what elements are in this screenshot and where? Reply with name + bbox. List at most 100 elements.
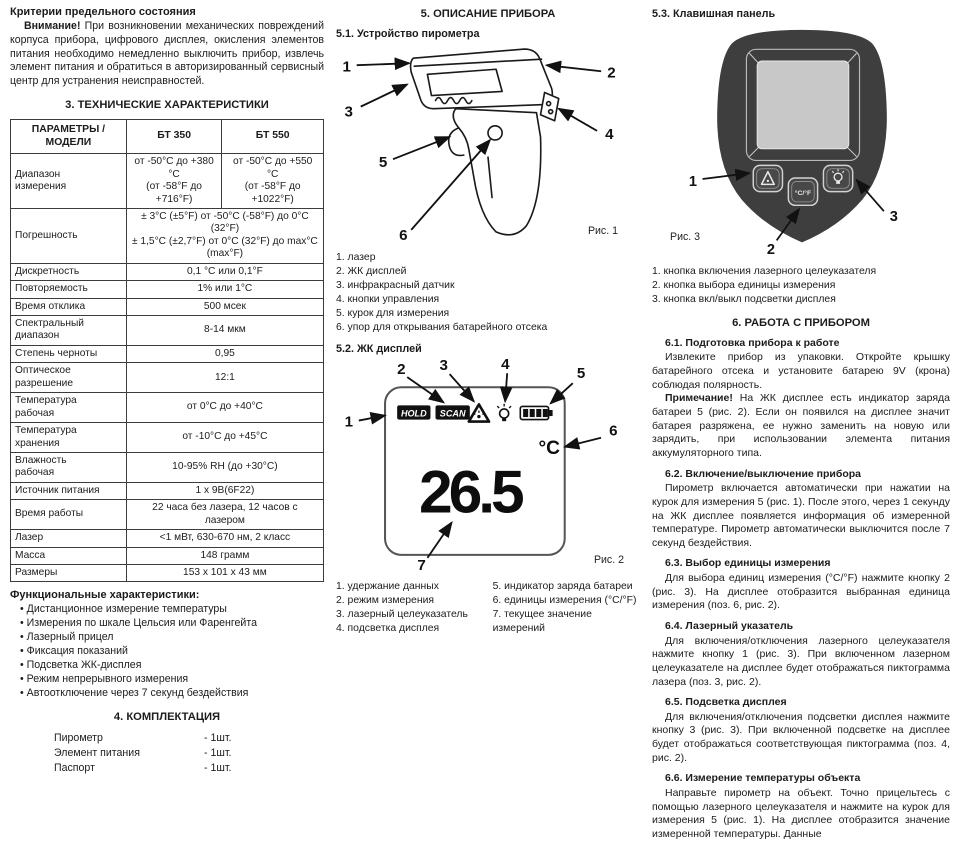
table-row: Время отклика 500 мсек [10, 297, 325, 317]
laser-button[interactable] [752, 164, 784, 193]
legend-item: 2. режим измерения [336, 594, 434, 606]
fig2-legend-right: 5. индикатор заряда батареи 6. единицы и… [493, 580, 640, 637]
figure-3-keypad: °C/°F 1 [652, 24, 950, 261]
section-6-3: 6.3. Выбор единицы измерения Для выбора … [652, 557, 950, 613]
func-list: Дистанционное измерение температуры Изме… [20, 603, 324, 701]
svg-text:SCAN: SCAN [440, 408, 466, 418]
backlight-button-icon [831, 169, 845, 184]
unit-button[interactable]: °C/°F [787, 177, 819, 207]
list-item: Подсветка ЖК-дисплея [20, 659, 324, 673]
battery-icon [519, 405, 553, 420]
table-row: Масса 148 грамм [10, 546, 325, 566]
s61-paragraph: Извлеките прибор из упаковки. Откройте к… [652, 351, 950, 391]
legend-item: 6. упор для открывания батарейного отсек… [336, 321, 548, 333]
s64-title: 6.4. Лазерный указатель [665, 619, 794, 632]
table-row: Температура рабочая от 0°C до +40°C [10, 392, 325, 424]
table-row: Погрешность ± 3°C (±5°F) от -50°C (-58°F… [10, 207, 325, 264]
legend-item: 7. текущее значение измерений [492, 608, 592, 635]
svg-text:7: 7 [417, 557, 425, 573]
table-row: Спектральный диапазон 8-14 мкм [10, 315, 325, 346]
list-item: Лазерный прицел [20, 631, 324, 645]
svg-text:6: 6 [399, 227, 407, 242]
s62-paragraph: Пирометр включается автоматически при на… [652, 482, 950, 549]
svg-text:2: 2 [607, 64, 615, 81]
figure-1-pyrometer: 1 2 3 4 5 6 Рис. 1 [336, 44, 640, 247]
s63-paragraph: Для выбора единиц измерения (°C/°F) нажм… [652, 572, 950, 612]
hold-badge: HOLD [397, 405, 431, 420]
legend-item: 5. индикатор заряда батареи [492, 580, 633, 592]
s61-note: Примечание! На ЖК дисплее есть индикатор… [652, 392, 950, 459]
legend-item: 1. лазер [336, 252, 376, 263]
svg-text:1: 1 [343, 58, 351, 75]
lcd-temperature-value: 26.5 [419, 457, 523, 525]
pyrometer-drawing: 1 2 3 4 5 6 [343, 48, 616, 244]
middle-column: 5. ОПИСАНИЕ ПРИБОРА 5.1. Устройство пиро… [336, 6, 640, 673]
table-row: Влажность рабочая 10-95% RH (до +30°C) [10, 451, 325, 483]
table-row: Температура хранения от -10°C до +45°C [10, 422, 325, 453]
svg-text:3: 3 [890, 209, 898, 225]
table-row: Размеры 153 х 101 х 43 мм [10, 564, 325, 583]
battery-latch [487, 125, 503, 141]
svg-text:3: 3 [345, 104, 353, 121]
list-item: Измерения по шкале Цельсия или Фаренгейт… [20, 617, 324, 631]
section-6-1: 6.1. Подготовка прибора к работе Извлеки… [652, 337, 950, 461]
table-row: Дискретность 0,1 °C или 0,1°F [10, 262, 325, 282]
legend-item: 4. подсветка дисплея [336, 623, 440, 635]
legend-item: 1. кнопка включения лазерного целеуказат… [652, 266, 877, 277]
fig3-legend: 1. кнопка включения лазерного целеуказат… [652, 265, 950, 307]
criteria-paragraph: Внимание! При возникновении механических… [10, 20, 324, 89]
tech-specs-title: 3. ТЕХНИЧЕСКИЕ ХАРАКТЕРИСТИКИ [65, 98, 269, 111]
section-6-5: 6.5. Подсветка дисплея Для включения/отк… [652, 696, 950, 765]
table-row: Степень черноты 0,95 [10, 344, 325, 364]
legend-item: 4. кнопки управления [336, 293, 440, 305]
legend-item: 1. удержание данных [336, 580, 439, 592]
right-column: 5.3. Клавишная панель [652, 6, 950, 840]
list-item: Дистанционное измерение температуры [20, 603, 324, 617]
svg-text:2: 2 [397, 361, 405, 378]
legend-item: 2. ЖК дисплей [336, 265, 407, 277]
table-row: Лазер <1 мВт, 630-670 нм, 2 класс [10, 529, 325, 548]
kit-title: 4. КОМПЛЕКТАЦИЯ [113, 711, 221, 724]
s66-title: 6.6. Измерение температуры объекта [665, 772, 861, 785]
fig1-caption: Рис. 1 [587, 225, 618, 237]
backlight-button[interactable] [822, 164, 854, 193]
col-header-bt550: БТ 550 [221, 118, 324, 155]
list-item: Автоотключение через 7 секунд бездействи… [20, 687, 324, 701]
fig3-callouts: 1 2 3 [689, 168, 898, 258]
laser-icon [467, 402, 491, 423]
s66-paragraph: Направьте пирометр на объект. Точно приц… [652, 787, 950, 840]
section5-title: 5. ОПИСАНИЕ ПРИБОРА [420, 8, 556, 20]
backlight-icon [496, 403, 512, 421]
svg-text:4: 4 [605, 126, 614, 143]
legend-item: 3. кнопка вкл/выкл подсветки дисплея [652, 293, 836, 305]
note-label: Примечание! [665, 392, 733, 405]
kit-list: Пирометр- 1шт. Элемент питания- 1шт. Пас… [54, 731, 324, 775]
pyrometer-display-window [426, 68, 503, 97]
s53-title: 5.3. Клавишная панель [652, 8, 776, 20]
scan-badge: SCAN [435, 405, 470, 420]
fig2-callouts: 1 2 3 4 5 6 7 [345, 356, 618, 574]
s61-title: 6.1. Подготовка прибора к работе [665, 336, 840, 349]
unit-button-label: °C/°F [795, 189, 811, 197]
table-row: Оптическое разрешение 12:1 [10, 362, 325, 394]
warning-label: Внимание! [24, 20, 81, 32]
svg-text:1: 1 [345, 413, 353, 430]
table-header-row: ПАРАМЕТРЫ / МОДЕЛИ БТ 350 БТ 550 [10, 118, 324, 155]
s63-title: 6.3. Выбор единицы измерения [665, 557, 831, 570]
section-6-2: 6.2. Включение/выключение прибора Пироме… [652, 468, 950, 551]
keypad-screen [756, 60, 850, 150]
s51-title: 5.1. Устройство пирометра [336, 28, 480, 40]
svg-text:5: 5 [577, 365, 585, 382]
fig2-legend-left: 1. удержание данных 2. режим измерения 3… [336, 580, 493, 637]
laser-button-icon [760, 170, 775, 186]
section6-title: 6. РАБОТА С ПРИБОРОМ [732, 316, 870, 329]
fig2-legend: 1. удержание данных 2. режим измерения 3… [336, 580, 640, 637]
legend-item: 6. единицы измерения (°C/°F) [492, 594, 637, 606]
s64-paragraph: Для включения/отключения лазерного целеу… [652, 634, 950, 688]
legend-item: 5. курок для измерения [336, 307, 450, 319]
func-title: Функциональные характеристики: [10, 589, 200, 602]
s65-title: 6.5. Подсветка дисплея [665, 696, 787, 709]
table-row: Диапазон измерения от -50°C до +380 °C (… [10, 153, 324, 209]
kit-row: Паспорт- 1шт. [54, 761, 232, 774]
legend-item: 2. кнопка выбора единицы измерения [652, 279, 836, 291]
